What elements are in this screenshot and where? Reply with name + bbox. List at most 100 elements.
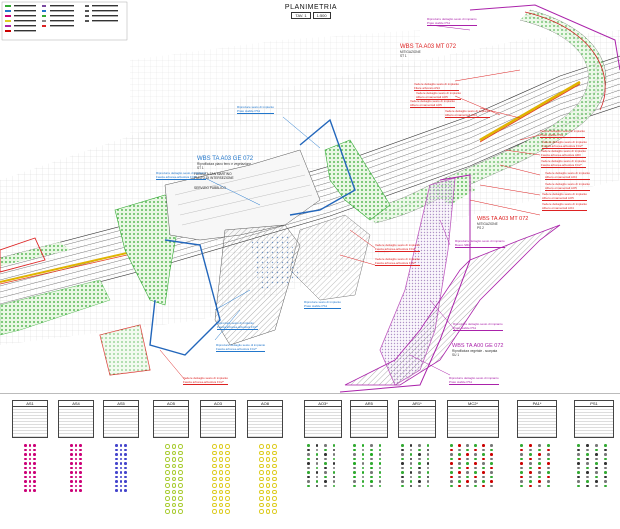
plant-symbol: [529, 453, 532, 456]
plant-symbol: [332, 462, 335, 465]
plant-symbol: [115, 457, 118, 460]
plant-symbol: [547, 444, 550, 447]
planting-pattern: [520, 444, 554, 487]
plant-symbol: [307, 457, 310, 460]
plant-symbol: [212, 496, 217, 501]
plant-symbol: [24, 466, 27, 469]
plant-symbol: [178, 450, 183, 455]
plant-symbol: [353, 471, 356, 474]
plant-symbol: [171, 450, 176, 455]
plant-symbol: [418, 462, 421, 465]
plant-symbol: [361, 484, 364, 487]
plant-symbol: [538, 480, 541, 483]
plant-symbol: [70, 466, 73, 469]
plant-symbol: [418, 475, 421, 478]
detail-table-code: AR5: [350, 400, 388, 406]
plant-symbol: [490, 453, 493, 456]
plant-symbol: [119, 480, 123, 483]
plant-symbol: [474, 453, 477, 456]
detail-table-code: AS4: [58, 400, 94, 406]
plant-symbol: [225, 457, 230, 462]
note-magenta: Riprodurre dettaglio sesto di impianto P…: [453, 322, 503, 332]
detail-table: AS5: [103, 400, 139, 492]
planting-pattern: [307, 444, 339, 487]
plant-symbol: [165, 509, 170, 514]
wbs-desc: MITIGAZIONE: [477, 222, 498, 226]
plant-symbol: [529, 480, 532, 483]
plant-symbol: [529, 462, 532, 465]
plant-symbol: [370, 484, 373, 487]
plant-symbol: [74, 453, 78, 456]
plant-symbol: [529, 444, 532, 447]
plant-symbol: [378, 484, 381, 487]
plant-symbol: [171, 483, 176, 488]
plant-symbol: [361, 480, 364, 483]
plant-symbol: [178, 457, 183, 462]
plant-symbol: [450, 484, 453, 487]
plant-symbol: [259, 470, 264, 475]
plant-symbol: [225, 509, 230, 514]
plant-symbol: [520, 471, 523, 474]
plant-symbol: [466, 444, 469, 447]
plant-symbol: [604, 475, 607, 478]
plant-symbol: [378, 453, 381, 456]
plant-symbol: [401, 466, 404, 469]
plant-symbol: [361, 462, 364, 465]
note-red: Vedere dettaglio sesto di impianto Alber…: [416, 91, 462, 101]
plant-symbol: [577, 471, 580, 474]
plant-symbol: [466, 448, 469, 451]
plant-symbol: [24, 462, 27, 465]
plant-symbol: [74, 448, 78, 451]
note-red: Vedere dettaglio sesto di impianto Fasci…: [183, 376, 229, 386]
plant-symbol: [450, 453, 453, 456]
plant-symbol: [520, 480, 523, 483]
plant-symbol: [165, 502, 170, 507]
plant-symbol: [401, 448, 404, 451]
plant-symbol: [378, 444, 381, 447]
plant-symbol: [586, 448, 589, 451]
plant-symbol: [28, 466, 32, 469]
plant-symbol: [401, 480, 404, 483]
detail-table: AS4: [58, 400, 94, 492]
plant-symbol: [586, 480, 589, 483]
detail-table-body: [447, 406, 499, 438]
plant-symbol: [79, 444, 82, 447]
detail-table-body: [350, 406, 388, 438]
plant-symbol: [225, 496, 230, 501]
title-cell-scale: 1:500: [312, 12, 331, 19]
plant-symbol: [332, 453, 335, 456]
plant-symbol: [119, 453, 123, 456]
plant-symbol: [426, 453, 429, 456]
plant-symbol: [418, 453, 421, 456]
note-blue: Riproduce dettaglio sesto di impianto Fa…: [216, 343, 266, 353]
detail-table: PA1*: [517, 400, 557, 487]
plant-symbol: [124, 466, 127, 469]
plant-symbol: [171, 509, 176, 514]
plant-symbol: [547, 457, 550, 460]
plant-symbol: [119, 444, 123, 447]
plant-symbol: [265, 470, 270, 475]
plant-symbol: [595, 444, 598, 447]
plant-symbol: [165, 496, 170, 501]
plant-symbol: [361, 466, 364, 469]
plant-symbol: [595, 480, 598, 483]
plant-symbol: [604, 444, 607, 447]
detail-table-code: AO8: [247, 400, 283, 406]
plant-symbol: [604, 471, 607, 474]
plant-symbol: [490, 448, 493, 451]
note-red: Vedere dettaglio sesto di impianto Alber…: [542, 192, 588, 202]
plant-symbol: [178, 476, 183, 481]
plant-symbol: [361, 453, 364, 456]
plant-symbol: [307, 453, 310, 456]
plant-symbol: [212, 476, 217, 481]
note-red: Vedere dettaglio sesto di impianto Alber…: [410, 99, 456, 109]
plant-symbol: [595, 457, 598, 460]
plant-symbol: [324, 444, 327, 447]
plant-symbol: [74, 466, 78, 469]
plant-symbol: [124, 475, 127, 478]
plant-symbol: [28, 448, 32, 451]
plant-symbol: [482, 475, 485, 478]
detail-table-body: [200, 406, 236, 438]
plant-symbol: [178, 483, 183, 488]
planting-pattern: [401, 444, 433, 487]
